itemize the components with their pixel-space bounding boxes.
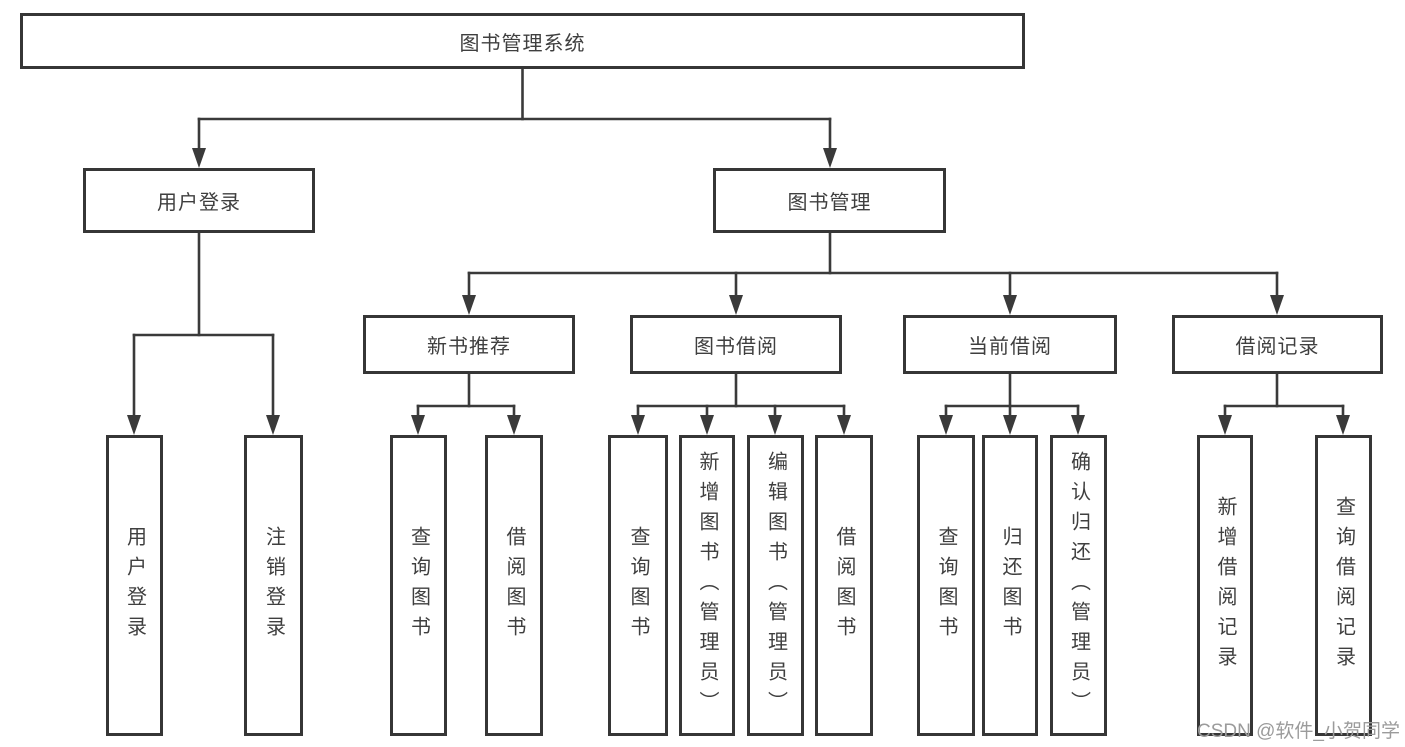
leaf-current-return-books: 归还图书 xyxy=(982,435,1038,736)
node-borrow-records-label: 借阅记录 xyxy=(1235,336,1320,358)
leaf-records-query-record: 查询借阅记录 xyxy=(1315,435,1372,736)
leaf-current-return-books-label: 归还图书 xyxy=(999,525,1021,646)
leaf-user-login: 用户登录 xyxy=(106,435,163,736)
leaf-borrow-add-books-admin-label: 新增图书（管理员） xyxy=(696,450,718,721)
leaf-user-login-label: 用户登录 xyxy=(123,525,146,646)
leaf-borrow-query-books-label: 查询图书 xyxy=(627,525,649,646)
leaf-logout-label: 注销登录 xyxy=(262,525,285,646)
leaf-recommend-borrow-books: 借阅图书 xyxy=(485,435,543,736)
leaf-records-add-record: 新增借阅记录 xyxy=(1197,435,1253,736)
leaf-borrow-edit-books-admin: 编辑图书（管理员） xyxy=(747,435,804,736)
leaf-borrow-borrow-books-label: 借阅图书 xyxy=(833,525,855,646)
leaf-records-add-record-label: 新增借阅记录 xyxy=(1214,495,1236,676)
leaf-logout: 注销登录 xyxy=(244,435,303,736)
leaf-borrow-add-books-admin: 新增图书（管理员） xyxy=(679,435,735,736)
node-user-login-label: 用户登录 xyxy=(157,192,241,214)
leaf-borrow-borrow-books: 借阅图书 xyxy=(815,435,873,736)
leaf-recommend-query-books-label: 查询图书 xyxy=(407,525,430,646)
leaf-current-confirm-return-admin-label: 确认归还（管理员） xyxy=(1067,450,1090,721)
arrowheads xyxy=(127,148,1350,435)
node-book-management-label: 图书管理 xyxy=(787,192,872,214)
node-user-login: 用户登录 xyxy=(83,168,315,233)
node-current-borrow: 当前借阅 xyxy=(903,315,1117,374)
leaf-current-query-books: 查询图书 xyxy=(917,435,975,736)
watermark: CSDN @软件_小贺同学 xyxy=(1197,721,1400,742)
node-book-borrow-label: 图书借阅 xyxy=(694,336,778,358)
leaf-recommend-borrow-books-label: 借阅图书 xyxy=(503,525,525,646)
node-library-system-label: 图书管理系统 xyxy=(459,32,586,55)
leaf-current-confirm-return-admin: 确认归还（管理员） xyxy=(1050,435,1107,736)
node-book-management: 图书管理 xyxy=(713,168,946,233)
node-library-system: 图书管理系统 xyxy=(20,13,1025,69)
node-borrow-records: 借阅记录 xyxy=(1172,315,1383,374)
node-new-book-recommend-label: 新书推荐 xyxy=(427,336,511,358)
node-new-book-recommend: 新书推荐 xyxy=(363,315,575,374)
node-current-borrow-label: 当前借阅 xyxy=(968,336,1052,358)
node-book-borrow: 图书借阅 xyxy=(630,315,842,374)
leaf-current-query-books-label: 查询图书 xyxy=(935,525,957,646)
leaf-records-query-record-label: 查询借阅记录 xyxy=(1332,495,1355,676)
leaf-recommend-query-books: 查询图书 xyxy=(390,435,447,736)
leaf-borrow-query-books: 查询图书 xyxy=(608,435,668,736)
leaf-borrow-edit-books-admin-label: 编辑图书（管理员） xyxy=(764,450,787,721)
